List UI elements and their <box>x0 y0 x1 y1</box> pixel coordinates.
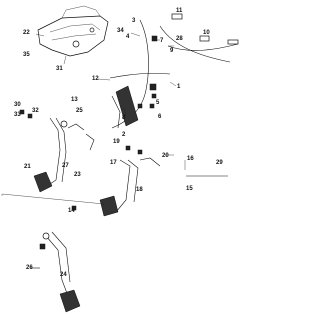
callout-5: 5 <box>156 100 160 106</box>
callout-25: 25 <box>76 108 83 114</box>
brake-pedal <box>99 145 228 217</box>
callout-10: 10 <box>203 30 210 36</box>
callout-22: 22 <box>23 30 30 36</box>
callout-8: 8 <box>122 115 126 121</box>
callout-23: 23 <box>74 172 81 178</box>
callout-12: 12 <box>92 76 99 82</box>
callout-34: 34 <box>117 28 124 34</box>
callout-14: 14 <box>68 208 75 214</box>
parts-diagram: 1 2 3 4 5 6 7 8 9 10 11 12 13 14 15 16 1… <box>1 5 239 313</box>
accelerator-pedal <box>111 85 157 129</box>
clutch-pedal <box>19 109 95 193</box>
callout-26: 26 <box>26 265 33 271</box>
leader-lines <box>35 32 186 170</box>
callout-27: 27 <box>62 163 69 169</box>
inset-frame <box>1 193 105 206</box>
pedal-bracket <box>37 5 109 65</box>
callout-18: 18 <box>136 187 143 193</box>
callout-7: 7 <box>160 38 164 44</box>
callout-21: 21 <box>24 164 31 170</box>
callout-16: 16 <box>187 156 194 162</box>
callout-2: 2 <box>122 132 126 138</box>
callout-29: 29 <box>216 160 223 166</box>
callout-9: 9 <box>170 48 174 54</box>
callout-19: 19 <box>113 139 120 145</box>
callout-30: 30 <box>14 102 21 108</box>
callout-20: 20 <box>162 153 169 159</box>
callout-15: 15 <box>186 186 193 192</box>
callout-28: 28 <box>176 36 183 42</box>
inset-pedal <box>30 205 81 313</box>
callout-1: 1 <box>177 84 181 90</box>
callout-33: 33 <box>14 112 21 118</box>
callout-31: 31 <box>56 66 63 72</box>
callout-13: 13 <box>71 97 78 103</box>
callout-35: 35 <box>23 52 30 58</box>
callout-4: 4 <box>126 34 130 40</box>
callout-32: 32 <box>32 108 39 114</box>
callout-17: 17 <box>110 160 117 166</box>
callout-3: 3 <box>132 18 136 24</box>
callout-24: 24 <box>60 272 67 278</box>
callout-6: 6 <box>158 114 162 120</box>
callout-11: 11 <box>176 8 183 14</box>
callout-labels: 1 2 3 4 5 6 7 8 9 10 11 12 13 14 15 16 1… <box>14 8 223 278</box>
